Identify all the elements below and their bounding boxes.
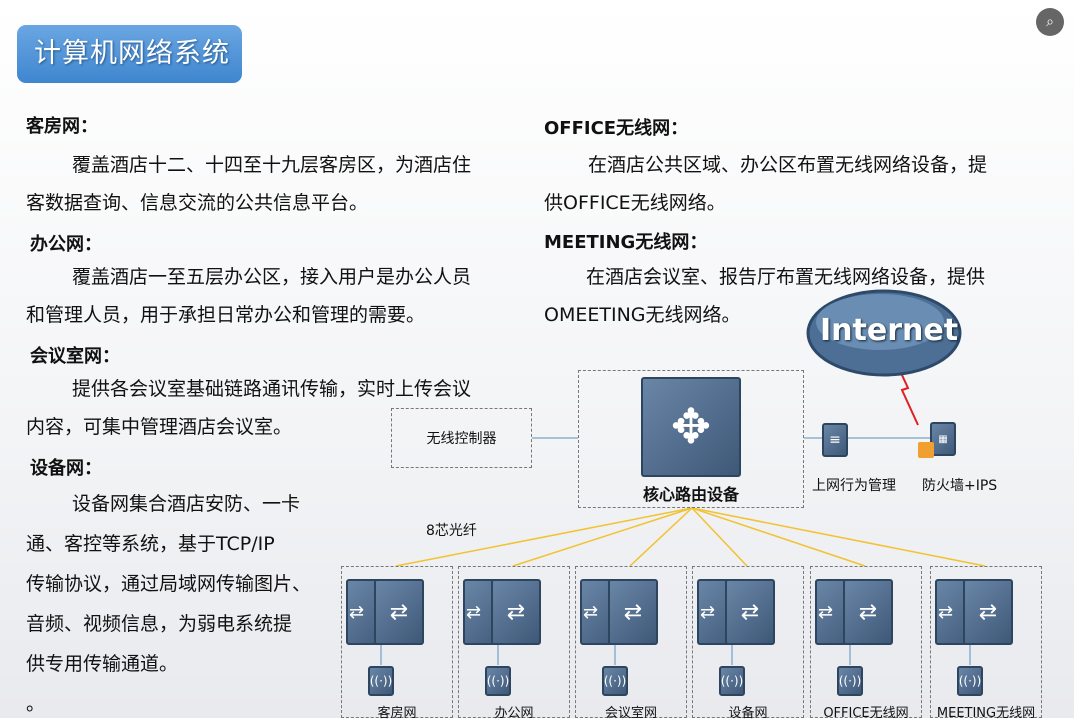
left-column: 客房网： 覆盖酒店十二、十四至十九层客房区，为酒店住客数据查询、信息交流的公共信…	[26, 112, 526, 724]
para-guest: 覆盖酒店十二、十四至十九层客房区，为酒店住客数据查询、信息交流的公共信息平台。	[26, 154, 472, 214]
fiber-link	[691, 507, 866, 567]
group-label: OFFICE无线网	[823, 706, 909, 721]
behavior-management-icon: ≡	[822, 423, 848, 457]
access-group-5: ⇄ ⇄ ((·)) MEETING无线网	[930, 566, 1042, 721]
heading-office-wifi: OFFICE无线网：	[544, 118, 689, 139]
lens-icon[interactable]: ⌕	[1036, 8, 1064, 36]
firewall-label: 防火墙+IPS	[922, 478, 998, 494]
cloud-highlight	[816, 294, 944, 350]
heading-office: 办公网：	[30, 234, 102, 255]
heading-guest: 客房网：	[26, 116, 98, 137]
page-title: 计算机网络系统	[17, 25, 242, 83]
wireless-ap-icon: ((·))	[957, 666, 983, 696]
core-router-box: ✥ 核心路由设备	[578, 370, 804, 508]
switch-icon: ⇄	[725, 579, 775, 645]
wireless-controller-label: 无线控制器	[426, 431, 497, 447]
wireless-ap-icon: ((·))	[719, 666, 745, 696]
fiber-label: 8芯光纤	[426, 523, 477, 539]
lock-icon	[918, 442, 934, 458]
fiber-link	[629, 507, 693, 567]
right-column: OFFICE无线网： 在酒店公共区域、办公区布置无线网络设备，提供OFFICE无…	[544, 114, 1044, 334]
fiber-link	[691, 507, 748, 567]
internet-label: Internet	[820, 313, 959, 348]
wireless-ap-icon: ((·))	[368, 666, 394, 696]
wireless-ap-icon: ((·))	[837, 666, 863, 696]
fiber-link	[395, 507, 693, 567]
fiber-link	[512, 507, 693, 567]
para-meeting: 提供各会议室基础链路通讯传输，实时上传会议内容，可集中管理酒店会议室。	[26, 378, 472, 438]
switch-icon: ⇄	[491, 579, 541, 645]
group-label: MEETING无线网	[936, 706, 1036, 721]
wireless-controller-box: 无线控制器	[391, 408, 532, 468]
wireless-ap-icon: ((·))	[485, 666, 511, 696]
switch-icon: ⇄	[843, 579, 893, 645]
switch-icon: ⇄	[608, 579, 658, 645]
group-label: 设备网	[728, 706, 768, 721]
group-label: 办公网	[494, 706, 534, 721]
heading-meeting: 会议室网：	[30, 346, 120, 367]
behavior-management-label: 上网行为管理	[812, 478, 896, 494]
para-office-wifi: 在酒店公共区域、办公区布置无线网络设备，提供OFFICE无线网络。	[544, 154, 988, 214]
access-group-4: ⇄ ⇄ ((·)) OFFICE无线网	[810, 566, 922, 721]
wireless-ap-icon: ((·))	[602, 666, 628, 696]
para-office: 覆盖酒店一至五层办公区，接入用户是办公人员和管理人员，用于承担日常办公和管理的需…	[26, 266, 472, 326]
access-group-3: ⇄ ⇄ ((·)) 设备网	[692, 566, 804, 721]
group-label: 会议室网	[604, 706, 657, 721]
group-label: 客房网	[377, 706, 417, 721]
switch-icon: ⇄	[963, 579, 1013, 645]
router-icon: ✥	[641, 377, 741, 477]
core-router-label: 核心路由设备	[642, 485, 739, 504]
heading-meeting-wifi: MEETING无线网：	[544, 232, 708, 253]
access-group-1: ⇄ ⇄ ((·)) 办公网	[458, 566, 570, 721]
fiber-link	[691, 507, 986, 567]
heading-device: 设备网：	[30, 458, 102, 479]
firewall-icon: ▦	[930, 422, 956, 456]
access-group-2: ⇄ ⇄ ((·)) 会议室网	[575, 566, 687, 721]
access-group-0: ⇄ ⇄ ((·)) 客房网	[341, 566, 453, 721]
switch-icon: ⇄	[374, 579, 424, 645]
